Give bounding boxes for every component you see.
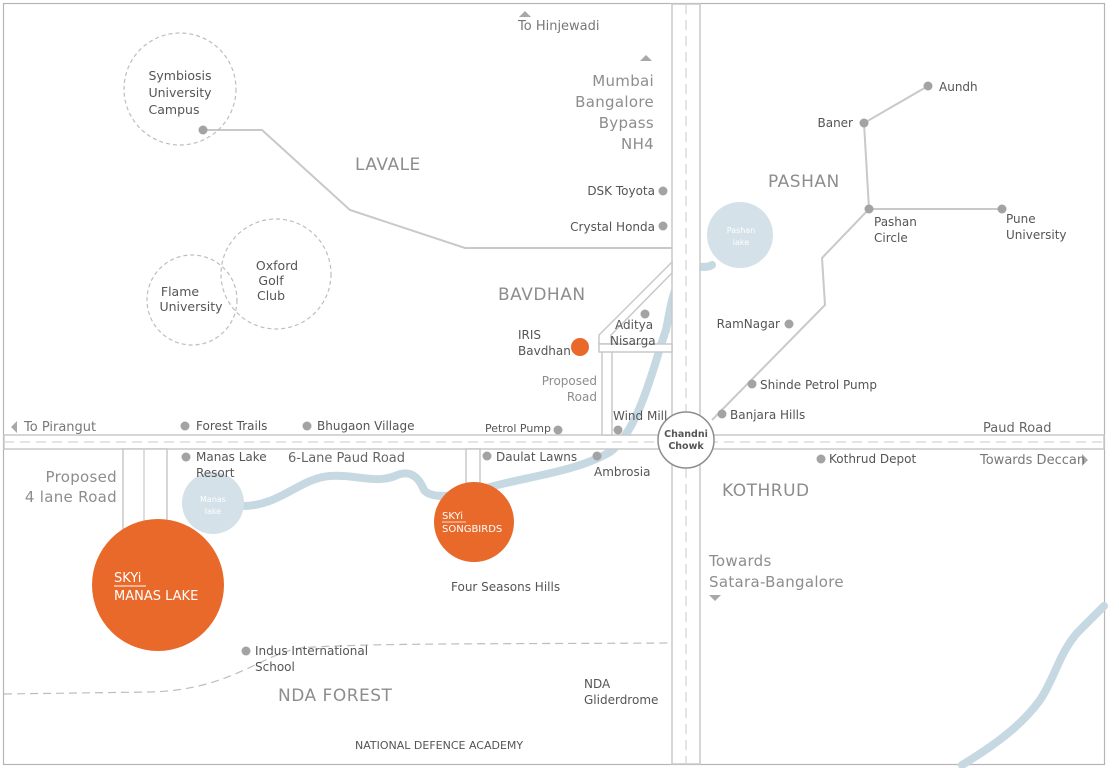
landmark-banjara-hills: Banjara Hills [730, 408, 805, 422]
landmark-bhugaon-village: Bhugaon Village [317, 419, 414, 433]
svg-text:Bangalore: Bangalore [575, 93, 654, 111]
songbirds-name: SONGBIRDS [442, 524, 502, 535]
symbiosis-circle [123, 32, 237, 146]
proposed-road-label-1: Proposed [542, 374, 597, 388]
svg-text:Bypass: Bypass [599, 114, 654, 132]
to-hinjewadi-label: To Hinjewadi [517, 19, 600, 34]
symbiosis-label-1: Symbiosis [148, 68, 211, 83]
landmark-baner: Baner [817, 116, 853, 130]
landmark-dots [180, 81, 1007, 656]
area-nda-forest: NDA FOREST [278, 686, 393, 706]
nh4-highway [671, 3, 701, 765]
area-kothrud: KOTHRUD [722, 481, 810, 501]
landmark-forest-trails: Forest Trails [196, 419, 267, 433]
pashan-lake-label-2: lake [733, 238, 749, 247]
landmark-pune-university-1: Pune [1006, 212, 1036, 226]
pashan-lake [707, 202, 773, 268]
chandni-chowk-label-1: Chandni [664, 429, 708, 440]
landmark-four-seasons-hills: Four Seasons Hills [451, 580, 560, 594]
manas-lake [182, 472, 244, 534]
towards-deccan-label: Towards Deccan [979, 453, 1085, 468]
paud-road-label: Paud Road [983, 421, 1051, 436]
chandni-chowk-circle [657, 411, 715, 469]
manas-lake-label-2: lake [205, 507, 221, 516]
manas-lake-name: MANAS LAKE [114, 589, 198, 604]
landmark-shinde-petrol-pump: Shinde Petrol Pump [760, 378, 877, 392]
landmark-pune-university-2: University [1006, 228, 1067, 242]
landmark-ambrosia: Ambrosia [594, 465, 650, 479]
iris-bavdhan-marker[interactable] [571, 338, 589, 356]
skyi-manas-lake-marker[interactable] [92, 519, 224, 651]
landmark-aditya-nisarga-2: Nisarga [610, 334, 656, 348]
landmark-pashan-circle-2: Circle [874, 231, 908, 245]
landmark-indus-school-1: Indus International [255, 644, 368, 658]
landmark-ramnagar: RamNagar [717, 317, 780, 331]
proposed-4lane-label-1: Proposed [46, 468, 117, 486]
area-pashan: PASHAN [768, 172, 840, 192]
svg-text:Mumbai: Mumbai [592, 72, 654, 90]
towards-satara-label-2: Satara-Bangalore [709, 573, 844, 591]
arrow-right-icon [1082, 454, 1088, 466]
six-lane-paud-road-label: 6-Lane Paud Road [288, 451, 405, 466]
arrow-left-icon [11, 421, 17, 433]
oxford-label-3: Club [257, 288, 285, 303]
iris-label-1: IRIS [518, 328, 541, 342]
area-bavdhan: BAVDHAN [498, 285, 586, 305]
svg-text:NH4: NH4 [621, 135, 654, 153]
landmark-aditya-nisarga-1: Aditya [615, 318, 653, 332]
landmark-aundh: Aundh [939, 80, 978, 94]
river-kothrud [958, 602, 1108, 768]
oxford-label-1: Oxford [256, 258, 298, 273]
pashan-lake-label-1: Pashan [727, 226, 756, 235]
connector-routes [203, 85, 1002, 421]
landmark-indus-school-2: School [255, 660, 295, 674]
landmark-dsk-toyota: DSK Toyota [587, 184, 655, 198]
skyi-songbirds-marker[interactable] [434, 482, 514, 562]
arrow-up-icon [640, 55, 652, 61]
songbirds-brand: SKYi [442, 511, 463, 522]
landmark-manas-resort-1: Manas Lake [196, 450, 267, 464]
flame-label-1: Flame [161, 284, 199, 299]
arrow-down-icon [709, 595, 721, 601]
chandni-chowk-label-2: Chowk [668, 441, 704, 452]
manas-lake-brand: SKYi [114, 571, 141, 586]
iris-label-2: Bavdhan [518, 344, 571, 358]
flame-label-2: University [159, 299, 223, 314]
proposed-road-label-2: Road [567, 390, 597, 404]
landmark-nda-gliderdrome-1: NDA [584, 677, 611, 691]
area-lavale: LAVALE [355, 155, 421, 175]
oxford-circle [220, 218, 332, 330]
landmark-nda-gliderdrome-2: Gliderdrome [584, 693, 658, 707]
highway-label: Mumbai Bangalore Bypass NH4 [575, 72, 654, 153]
landmark-daulat-lawns: Daulat Lawns [496, 450, 577, 464]
landmark-wind-mill: Wind Mill [613, 409, 667, 423]
landmark-petrol-pump: Petrol Pump [485, 422, 551, 435]
symbiosis-label-3: Campus [149, 102, 200, 117]
symbiosis-label-2: University [148, 85, 212, 100]
to-pirangut-label: To Pirangut [23, 420, 96, 435]
landmark-national-defence-academy: NATIONAL DEFENCE ACADEMY [355, 739, 523, 752]
manas-lake-label-1: Manas [200, 495, 226, 504]
landmark-crystal-honda: Crystal Honda [570, 220, 655, 234]
arrow-up-icon [519, 11, 531, 17]
landmark-manas-resort-2: Resort [196, 466, 235, 480]
landmark-kothrud-depot: Kothrud Depot [829, 452, 916, 466]
oxford-label-2: Golf [258, 273, 284, 288]
paud-road [3, 434, 1105, 450]
flame-circle [146, 254, 238, 346]
landmark-pashan-circle-1: Pashan [874, 215, 917, 229]
towards-satara-label-1: Towards [708, 552, 772, 570]
proposed-4lane-label-2: 4 lane Road [25, 488, 117, 506]
nda-boundary [3, 642, 673, 695]
